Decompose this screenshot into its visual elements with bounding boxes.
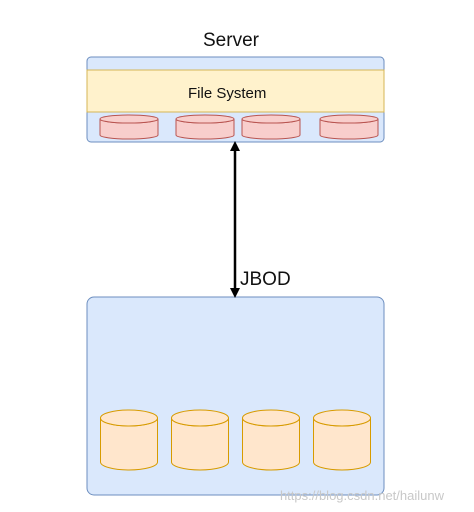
jbod-disk <box>313 409 371 471</box>
jbod-disk <box>100 409 158 471</box>
watermark: https://blog.csdn.net/hailunw <box>279 488 444 503</box>
server-title: Server <box>203 30 259 51</box>
server-disk <box>241 114 301 140</box>
file-system-label: File System <box>188 85 267 102</box>
server-disk <box>175 114 235 140</box>
jbod-disk <box>242 409 300 471</box>
server-disks <box>99 114 379 140</box>
jbod-disks <box>100 409 371 471</box>
jbod-disk <box>171 409 229 471</box>
server-disk <box>319 114 379 140</box>
server-disk <box>99 114 159 140</box>
jbod-title: JBOD <box>240 269 291 290</box>
file-system-bar <box>86 69 385 113</box>
